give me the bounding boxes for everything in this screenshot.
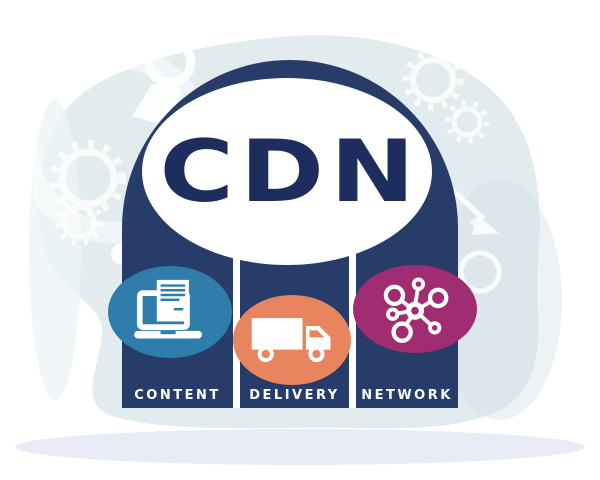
delivery-truck-icon: [251, 318, 331, 363]
network-circle: [353, 265, 477, 353]
network-nodes-icon: [383, 277, 449, 343]
content-circle: [108, 266, 232, 358]
gear-icon: [50, 140, 126, 246]
laptop-document-icon: [134, 279, 203, 339]
arrow-icon: [448, 186, 499, 235]
label-content: CONTENT: [134, 388, 221, 403]
delivery-circle: [233, 295, 351, 385]
blob-shade-patch: [438, 180, 562, 420]
column-divider: [349, 254, 356, 408]
ground-shadow: [15, 429, 585, 465]
label-network: NETWORK: [361, 388, 453, 403]
label-delivery: DELIVERY: [249, 388, 340, 403]
acronym-text: CDN: [159, 121, 421, 222]
gear-icon: [402, 49, 502, 294]
acronym-ellipse: CDN: [142, 78, 432, 265]
